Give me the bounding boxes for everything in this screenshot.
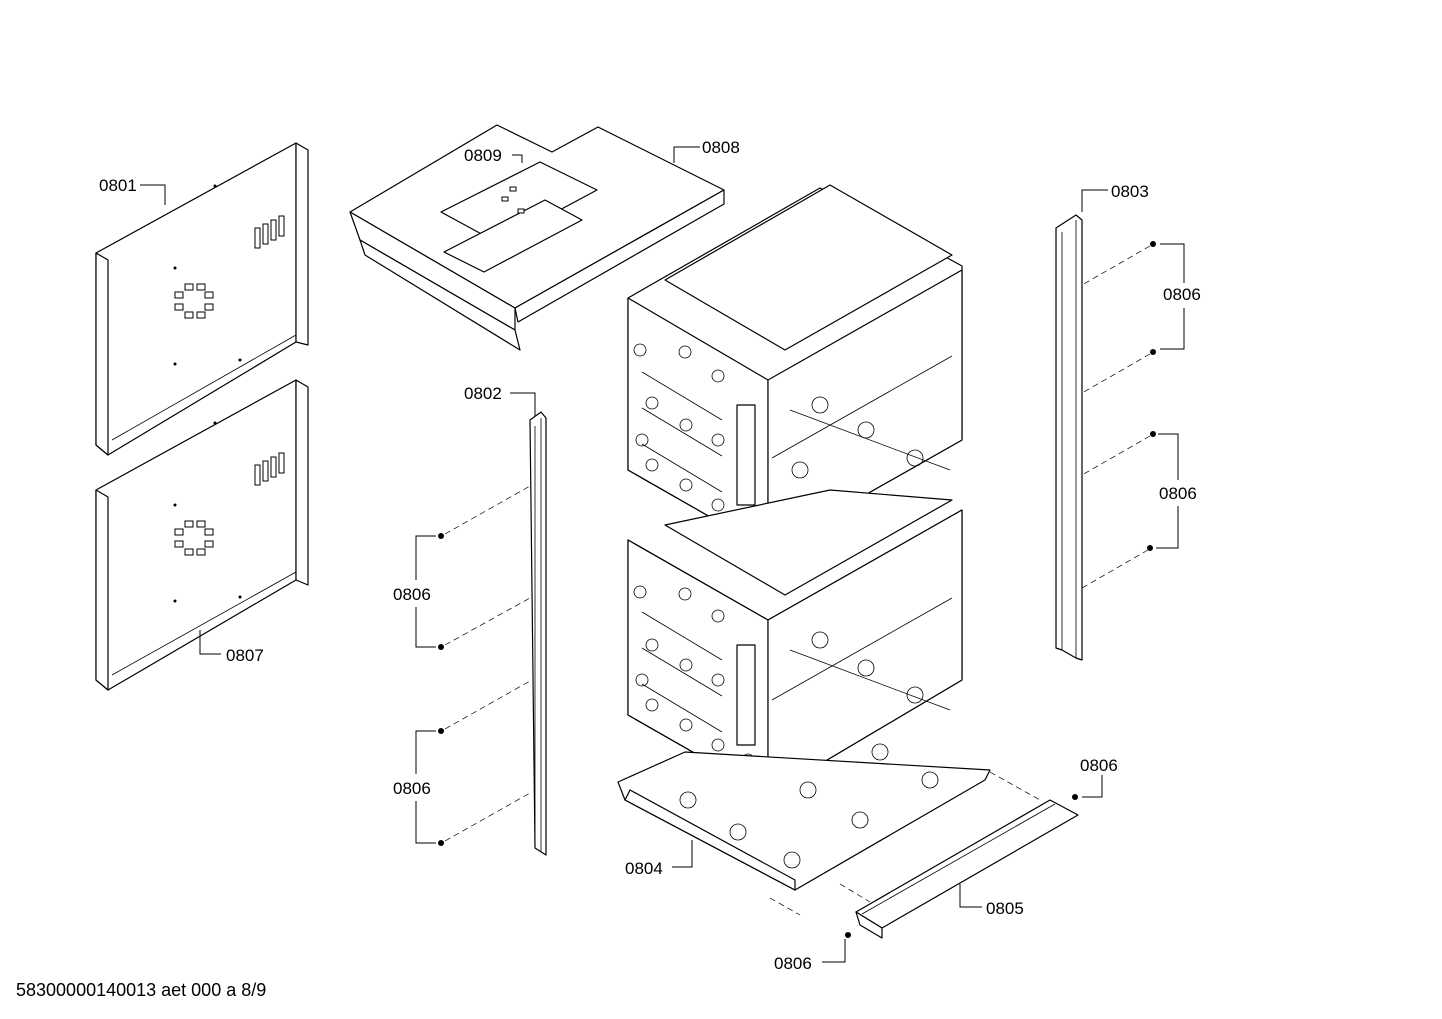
- screws: [438, 241, 1156, 938]
- label-0804: 0804: [625, 859, 663, 878]
- oven-frame-lower: [627, 489, 963, 796]
- document-id: 58300000140013 aet 000 a 8/9: [16, 980, 267, 1000]
- label-0806-b: 0806: [393, 779, 431, 798]
- assembly-dash-lines: [444, 245, 1151, 916]
- callout-labels: 0801 0809 0808 0803 0802 0807 0806 0806 …: [99, 138, 1201, 973]
- label-0806-e: 0806: [1080, 756, 1118, 775]
- label-0801: 0801: [99, 176, 137, 195]
- label-0802: 0802: [464, 384, 502, 403]
- label-0806-d: 0806: [1159, 484, 1197, 503]
- side-panel-lower: [95, 379, 309, 691]
- front-trim: [855, 799, 1079, 939]
- right-rail: [1055, 214, 1083, 661]
- label-0806-a: 0806: [393, 585, 431, 604]
- label-0803: 0803: [1111, 182, 1149, 201]
- label-0808: 0808: [702, 138, 740, 157]
- label-0806-c: 0806: [1163, 285, 1201, 304]
- left-rail: [529, 411, 547, 856]
- label-0809: 0809: [464, 146, 502, 165]
- label-0807: 0807: [226, 646, 264, 665]
- leader-lines: [140, 146, 1185, 963]
- top-cover: [349, 124, 725, 351]
- base-tray: [617, 743, 991, 891]
- label-0805: 0805: [986, 899, 1024, 918]
- oven-frame-upper: [627, 184, 963, 551]
- label-0806-f: 0806: [774, 954, 812, 973]
- side-panel-upper: [95, 142, 309, 456]
